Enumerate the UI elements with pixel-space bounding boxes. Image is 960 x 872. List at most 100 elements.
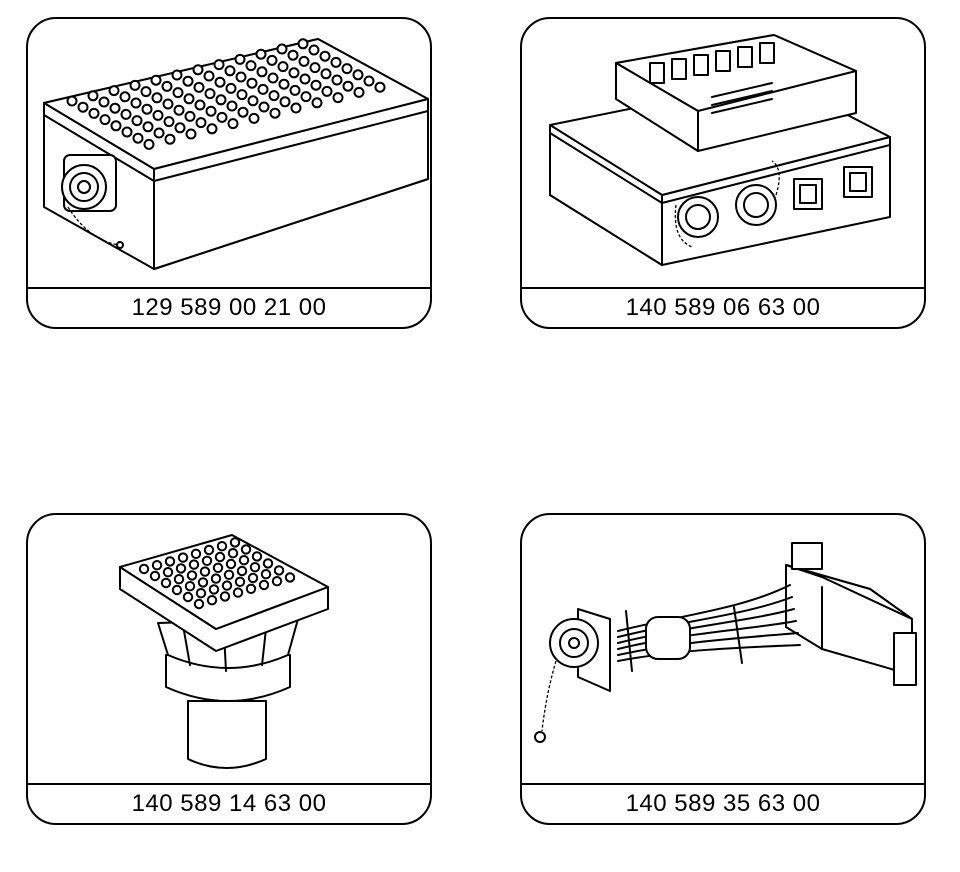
card-divider <box>28 783 430 785</box>
socket-icon <box>269 107 281 119</box>
part-number-label: 140 589 14 63 00 <box>131 790 327 817</box>
socket-icon <box>232 587 244 598</box>
socket-icon <box>214 76 226 88</box>
socket-icon <box>66 95 78 107</box>
socket-icon <box>162 567 174 578</box>
socket-icon <box>246 77 258 89</box>
socket-icon <box>173 573 185 585</box>
socket-icon <box>234 576 246 588</box>
socket-icon <box>276 43 288 55</box>
socket-icon <box>237 106 249 118</box>
socket-icon <box>195 117 207 129</box>
socket-icon <box>249 562 261 573</box>
socket-icon <box>109 102 121 114</box>
socket-icon <box>188 559 200 570</box>
socket-icon <box>258 101 270 113</box>
socket-icon <box>150 74 162 86</box>
socket-icon <box>206 595 218 606</box>
socket-icon <box>251 551 263 562</box>
socket-icon <box>132 132 144 144</box>
socket-icon <box>216 541 228 552</box>
socket-icon <box>131 115 143 127</box>
socket-icon <box>152 109 164 121</box>
socket-icon <box>141 103 153 115</box>
socket-icon <box>130 97 142 109</box>
socket-icon <box>120 108 132 120</box>
socket-icon <box>236 565 248 577</box>
socket-icon <box>319 50 331 62</box>
socket-icon <box>227 548 239 559</box>
socket-icon <box>229 537 241 548</box>
socket-icon <box>193 81 205 93</box>
socket-icon <box>162 98 174 110</box>
socket-icon <box>260 569 272 580</box>
socket-icon <box>99 114 111 126</box>
socket-icon <box>199 566 211 577</box>
socket-icon <box>184 581 196 592</box>
socket-icon <box>298 55 310 67</box>
socket-icon <box>240 544 252 555</box>
socket-icon <box>164 556 176 567</box>
socket-icon <box>331 74 343 86</box>
socket-icon <box>177 552 189 563</box>
socket-icon <box>268 90 280 102</box>
socket-icon <box>182 591 194 603</box>
socket-icon <box>332 92 344 104</box>
socket-icon <box>225 82 237 94</box>
socket-icon <box>262 558 274 569</box>
socket-icon <box>288 67 300 79</box>
socket-icon <box>257 83 269 95</box>
socket-icon <box>163 116 175 128</box>
socket-icon <box>210 573 222 584</box>
socket-icon <box>88 107 100 119</box>
socket-icon <box>234 53 246 65</box>
socket-icon <box>284 572 296 583</box>
socket-icon <box>119 91 131 103</box>
socket-icon <box>238 555 250 566</box>
socket-icon <box>223 569 235 580</box>
socket-icon <box>247 95 259 107</box>
socket-icon <box>87 90 99 102</box>
socket-icon <box>297 38 309 50</box>
part-number-label: 129 589 00 21 00 <box>131 294 327 321</box>
socket-icon <box>108 85 120 97</box>
socket-icon <box>258 579 270 591</box>
socket-icon <box>311 97 323 109</box>
socket-icon <box>308 44 320 56</box>
socket-icon <box>300 91 312 103</box>
socket-icon <box>140 86 152 98</box>
socket-icon <box>205 105 217 117</box>
part-number-label: 140 589 35 63 00 <box>625 790 821 817</box>
socket-icon <box>235 71 247 83</box>
socket-icon <box>160 577 172 589</box>
test-box-socket-matrix-icon <box>43 38 429 270</box>
socket-icon <box>110 120 122 132</box>
socket-icon <box>77 101 89 113</box>
socket-icon <box>226 100 238 112</box>
socket-icon <box>201 555 213 566</box>
socket-icon <box>142 121 154 133</box>
part-number-label: 140 589 06 63 00 <box>625 294 821 321</box>
part-card-test-box: 129 589 00 21 00 <box>26 17 432 329</box>
socket-icon <box>273 565 285 576</box>
part-card-adapter-housing: 140 589 06 63 00 <box>520 17 926 329</box>
socket-icon <box>143 138 155 150</box>
socket-icon <box>214 551 226 563</box>
socket-icon <box>309 62 321 74</box>
socket-icon <box>213 59 225 71</box>
socket-icon <box>320 68 332 80</box>
socket-icon <box>255 48 267 60</box>
socket-icon <box>279 96 291 108</box>
socket-icon <box>352 69 364 81</box>
socket-icon <box>203 70 215 82</box>
socket-icon <box>203 544 215 556</box>
socket-icon <box>215 94 227 106</box>
socket-icon <box>353 86 365 98</box>
socket-icon <box>204 88 216 100</box>
adapter-cable-harness-icon <box>534 542 917 743</box>
socket-icon <box>267 72 279 84</box>
socket-icon <box>271 575 283 587</box>
socket-icon <box>185 128 197 140</box>
socket-icon <box>299 73 311 85</box>
socket-icon <box>330 56 342 68</box>
